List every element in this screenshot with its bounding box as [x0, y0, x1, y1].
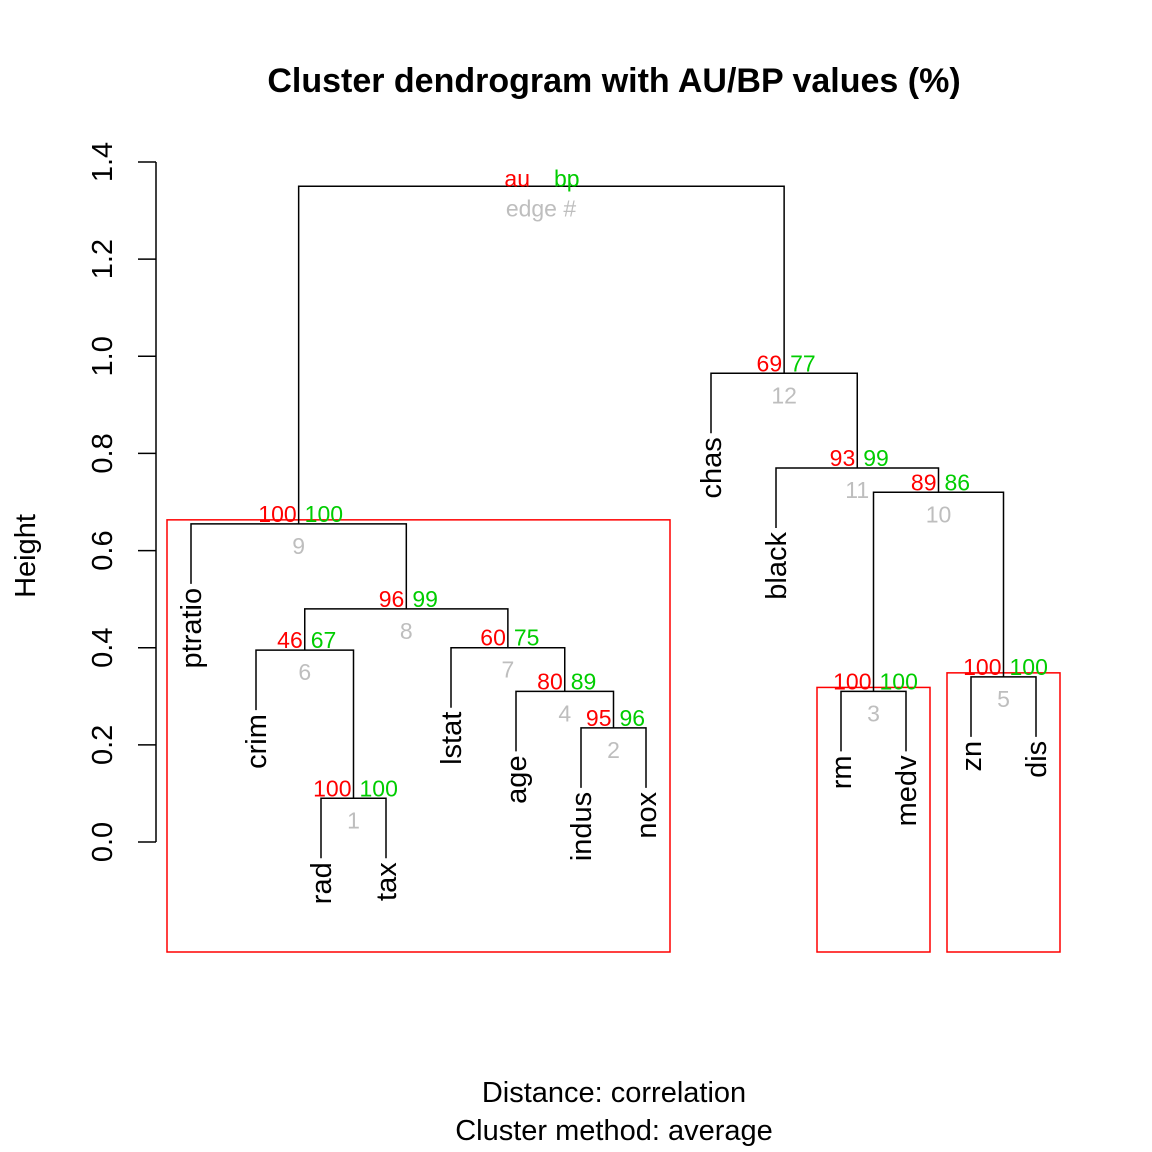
bp-value: 67: [311, 627, 337, 653]
au-value: 100: [258, 501, 296, 527]
legend-bp: bp: [554, 165, 580, 191]
edge-number: 10: [926, 501, 952, 527]
edge-number: 8: [400, 618, 413, 644]
au-value: 96: [379, 586, 405, 612]
x-axis-label-method: Cluster method: average: [455, 1115, 773, 1147]
au-value: 89: [911, 469, 937, 495]
bp-value: 86: [945, 469, 971, 495]
chart-title: Cluster dendrogram with AU/BP values (%): [267, 62, 960, 100]
leaf-label: dis: [1021, 741, 1053, 778]
leaf-label: lstat: [436, 712, 468, 765]
au-value: 100: [313, 775, 351, 801]
merge-link: [297, 185, 785, 524]
bp-value: 100: [880, 668, 918, 694]
cluster-highlight-box: [946, 672, 1061, 953]
leaf-label: nox: [631, 791, 663, 838]
leaf-labels: ptratio crim rad tax lstat age indus nox chas bla…: [176, 437, 1053, 904]
y-tick-label: 0.4: [87, 628, 119, 668]
au-value: 69: [757, 350, 783, 376]
edge-number: 11: [845, 477, 869, 503]
y-tick-label: 1.0: [87, 336, 119, 376]
edge-number: 1: [347, 807, 360, 833]
bp-value: 75: [514, 625, 540, 651]
au-value: 46: [277, 627, 303, 653]
bp-value: 89: [571, 668, 597, 694]
legend-au: au: [504, 165, 530, 191]
bp-value: 99: [412, 586, 438, 612]
bp-value: 99: [863, 445, 889, 471]
edge-number: 2: [607, 737, 620, 763]
leaf-label: crim: [241, 714, 273, 769]
bp-value: 100: [360, 775, 398, 801]
leaf-label: black: [761, 532, 793, 600]
y-axis: 0.0 0.2 0.4 0.6 0.8 1.0 1.2 1.4: [87, 142, 157, 862]
au-value: 95: [586, 705, 612, 731]
y-tick-label: 0.6: [87, 530, 119, 570]
y-axis-label: Height: [10, 514, 42, 598]
edge-number: 6: [298, 659, 311, 685]
leaf-label: ptratio: [176, 588, 208, 669]
edge-number: 3: [867, 700, 880, 726]
leaf-label: indus: [566, 792, 598, 861]
bp-value: 100: [1010, 654, 1048, 680]
bp-value: 77: [790, 350, 816, 376]
y-tick-label: 0.2: [87, 725, 119, 765]
leaf-label: tax: [371, 862, 403, 901]
y-tick-label: 0.0: [87, 822, 119, 862]
edge-number: 12: [771, 382, 797, 408]
x-axis-label-distance: Distance: correlation: [482, 1077, 746, 1109]
cluster-highlight-box: [166, 519, 671, 953]
edge-number: 7: [501, 657, 514, 683]
au-value: 100: [963, 654, 1001, 680]
au-value: 60: [480, 625, 506, 651]
leaf-label: zn: [956, 741, 988, 772]
edge-number: 5: [997, 686, 1010, 712]
dendrogram-tree: [190, 185, 1037, 859]
leaf-label: rm: [826, 755, 858, 789]
leaf-label: medv: [891, 755, 923, 826]
y-tick-label: 1.4: [87, 142, 119, 182]
y-tick-label: 1.2: [87, 239, 119, 279]
leaf-label: rad: [306, 862, 338, 904]
au-value: 100: [833, 668, 871, 694]
edge-number: 4: [558, 700, 571, 726]
au-value: 80: [537, 668, 563, 694]
bp-value: 96: [620, 705, 646, 731]
edge-number: 9: [292, 533, 305, 559]
bp-value: 100: [305, 501, 343, 527]
y-tick-label: 0.8: [87, 433, 119, 473]
legend-edge: edge #: [506, 195, 577, 221]
au-value: 93: [830, 445, 856, 471]
leaf-label: age: [501, 755, 533, 803]
leaf-label: chas: [696, 437, 728, 498]
